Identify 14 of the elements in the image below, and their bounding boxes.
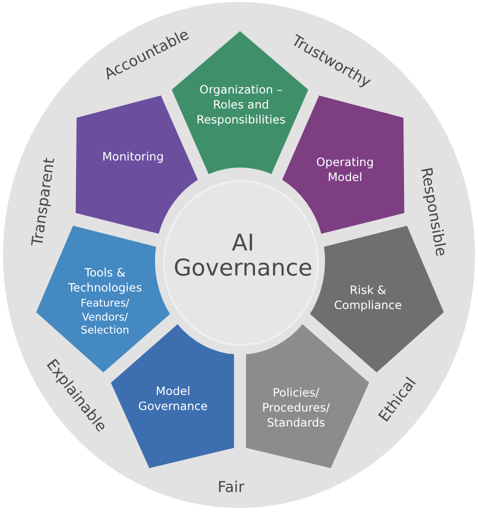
ring-label: Responsible (417, 166, 449, 258)
center-title: AI Governance (172, 232, 314, 282)
segment-label: Risk & Compliance (333, 283, 403, 313)
ring-label: Fair (218, 480, 244, 496)
segment-sublabel: Features/ Vendors/ Selection (80, 297, 130, 338)
segment-label: Tools & Technologies (67, 266, 143, 296)
segment-label: Model Governance (137, 384, 209, 414)
segment-label: Operating Model (315, 155, 375, 185)
segment-label: Policies/ Procedures/ Standards (261, 386, 331, 430)
ring-label: Transparent (30, 156, 58, 248)
pentagon-segment (75, 95, 198, 234)
pentagon-segment (246, 324, 370, 469)
segment-label: Organization – Roles and Responsibilities (195, 82, 286, 128)
segment-label: Monitoring (102, 150, 164, 164)
